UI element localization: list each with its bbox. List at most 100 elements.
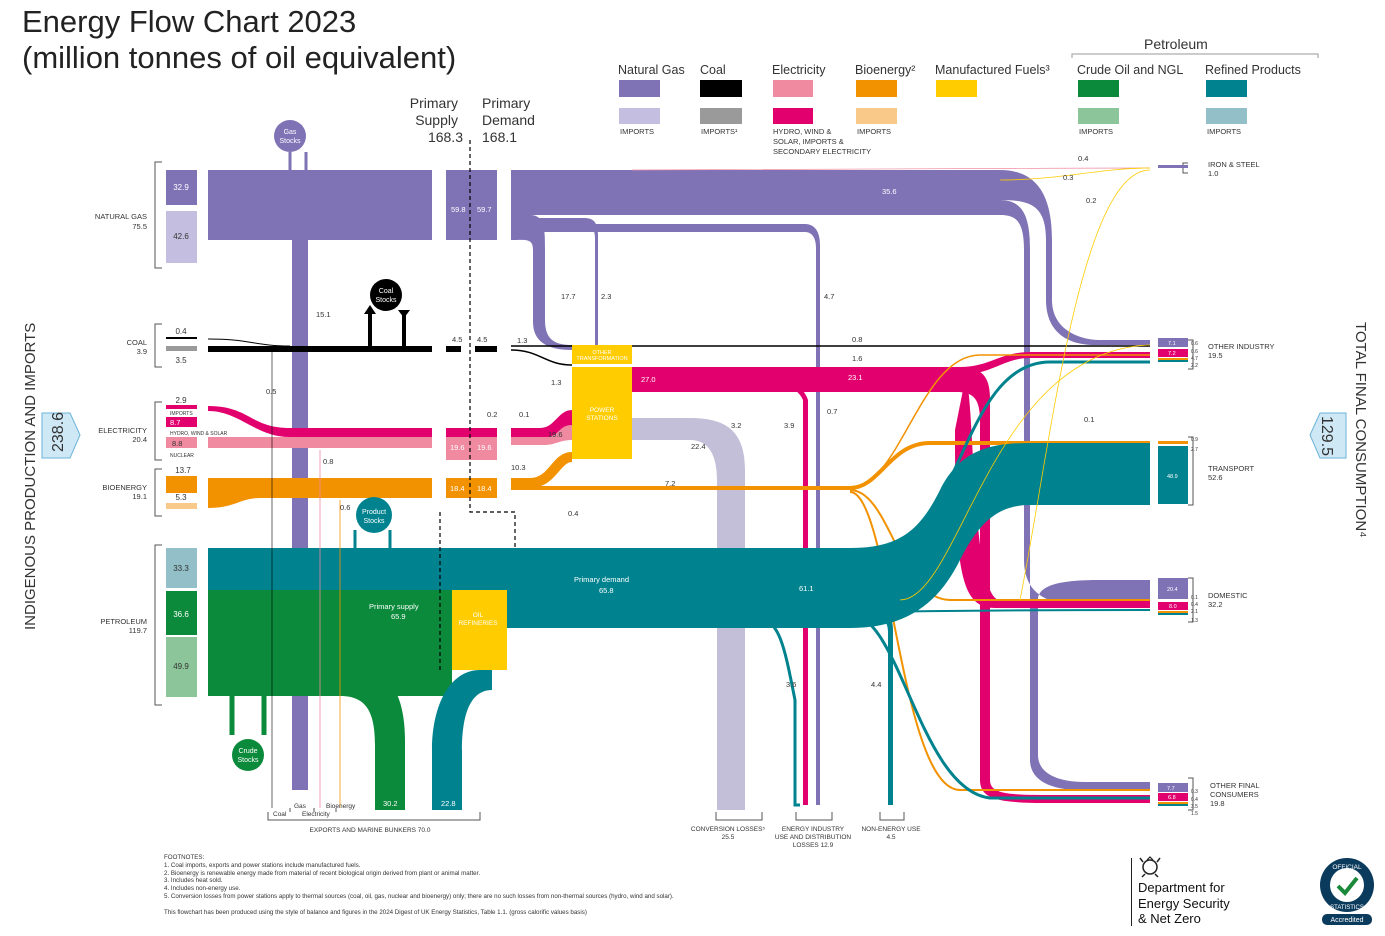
bio-production-block <box>166 476 197 493</box>
elec-nuclear-value: 8.8 <box>172 439 182 448</box>
elec-primary-renew <box>446 428 497 437</box>
sink-transport-main: 48.9 <box>1167 474 1178 480</box>
label-coal-industry: 0.8 <box>852 335 862 344</box>
natural-gas-total: 75.5 <box>132 222 147 231</box>
elec-primary-nuclear <box>446 437 497 460</box>
oil-refineries-node <box>452 590 507 670</box>
sink-other-industry-elec: 7.2 <box>1168 351 1176 357</box>
supply-demand-divider <box>439 140 516 670</box>
stock-nodes: Gas Stocks Coal Stocks Product Stocks Cr… <box>232 120 402 771</box>
label-elec-supply: 19.6 <box>450 443 465 452</box>
petrol-refined-imports-value: 33.3 <box>173 564 189 573</box>
sink-iron-steel-value: 1.0 <box>1208 169 1218 178</box>
electricity-total: 20.4 <box>132 435 147 444</box>
refined-to-nonenergy <box>850 612 893 805</box>
badge-middle: STATISTICS <box>1330 905 1364 911</box>
label-losses-power: 22.4 <box>691 442 706 451</box>
crude-exports-flow <box>208 660 405 810</box>
legend-label-refined: Refined Products <box>1205 63 1301 77</box>
label-coal-power: 1.3 <box>551 378 561 387</box>
other-transformation-node <box>572 345 632 364</box>
coal-supply-band <box>208 346 432 352</box>
legend-petroleum-header: Petroleum <box>1144 36 1208 52</box>
primary-supply-value: 168.3 <box>428 129 463 145</box>
sink-transport-value: 52.6 <box>1208 473 1223 482</box>
elec-imports-value: 2.9 <box>175 396 187 405</box>
legend-sub-gas: IMPORTS <box>620 127 654 136</box>
label-refined-exports: 22.8 <box>441 799 456 808</box>
footnote-7: This flowchart has been produced using t… <box>164 908 587 916</box>
gas-to-transformation <box>511 215 572 350</box>
petroleum-total: 119.7 <box>129 626 147 635</box>
label-refined-nonenergy: 4.4 <box>871 680 881 689</box>
sink-iron-steel-label: IRON & STEEL <box>1208 160 1260 169</box>
sink-other-final-b2: 0.4 <box>1191 797 1198 803</box>
coal-production-value: 0.4 <box>175 327 187 336</box>
label-gas-exports: 15.1 <box>316 310 331 319</box>
legend-sub-crude: IMPORTS <box>1079 127 1113 136</box>
bottom-conversion-losses-value: 25.5 <box>722 834 735 841</box>
coal-stocks-bubble <box>370 279 402 311</box>
sink-domestic-label: DOMESTIC <box>1208 591 1248 600</box>
label-elec-exports: 0.8 <box>323 457 333 466</box>
legend-swatch-crude-imports <box>1078 108 1119 124</box>
svg-text:Stocks: Stocks <box>375 297 397 304</box>
sink-domestic-b4: 1.3 <box>1191 618 1198 624</box>
coal-primary-block-demand <box>475 346 497 352</box>
left-axis: INDIGENOUS PRODUCTION AND IMPORTS 238.6 <box>22 323 81 630</box>
gas-to-energy-industry <box>511 224 820 805</box>
legend-sub-electricity: HYDRO, WIND & SOLAR, IMPORTS & SECONDARY… <box>773 127 871 156</box>
svg-text:Crude: Crude <box>238 748 257 755</box>
primary-demand-line2: Demand <box>482 112 535 128</box>
node-labels: OTHER TRANSFORMATION POWER STATIONS OIL … <box>458 350 627 627</box>
coal-primary-block-supply <box>446 346 461 352</box>
legend-swatch-gas <box>619 80 660 97</box>
legend-swatch-electricity <box>773 80 813 97</box>
source-brackets <box>154 161 162 706</box>
label-ironsteel-1: 0.4 <box>1078 154 1088 163</box>
bio-primary-block <box>446 478 497 498</box>
svg-text:Coal: Coal <box>379 288 394 295</box>
department-line-2: Energy Security <box>1138 895 1230 911</box>
sink-other-industry-b2: 0.6 <box>1191 349 1198 355</box>
label-primary-supply-value: 65.9 <box>391 612 406 621</box>
elec-renewables-tag: HYDRO, WIND & SOLAR <box>170 431 228 437</box>
legend-label-manufactured: Manufactured Fuels³ <box>935 63 1050 77</box>
right-axis: TOTAL FINAL CONSUMPTION⁴ 129.5 <box>1309 322 1369 538</box>
petrol-crude-production-value: 36.6 <box>173 610 189 619</box>
legend: Petroleum Natural Gas IMPORTS Coal IMPOR… <box>618 36 1319 156</box>
elec-renewables-value: 8.7 <box>170 418 180 427</box>
bottom-conversion-losses: CONVERSION LOSSES⁵ <box>691 826 766 833</box>
elec-imports-block <box>166 405 197 409</box>
elec-imports-tag: IMPORTS <box>170 411 193 417</box>
department-line-3: & Net Zero <box>1138 911 1201 926</box>
label-gas-industry: 35.6 <box>882 187 897 196</box>
bottom-non-energy-value: 4.5 <box>886 834 895 841</box>
sink-domestic-b3: 2.1 <box>1191 609 1198 615</box>
legend-swatch-coal <box>700 80 742 97</box>
bio-to-power <box>511 452 572 488</box>
sink-other-industry-b3: 4.7 <box>1191 356 1198 362</box>
footnote-1: 1. Coal imports, exports and power stati… <box>164 861 361 869</box>
bottom-bioenergy: Bioenergy <box>326 803 356 810</box>
label-bio-final: 7.2 <box>665 479 675 488</box>
label-bio-supply: 18.4 <box>450 484 465 493</box>
legend-swatch-refined <box>1206 80 1247 97</box>
refined-imports-flow <box>208 548 520 590</box>
label-primary-demand-value: 65.8 <box>599 586 614 595</box>
label-gas-transf: 17.7 <box>561 292 576 301</box>
right-total: 129.5 <box>1318 416 1335 456</box>
sink-other-industry-b1: 0.6 <box>1191 341 1198 347</box>
label-ironsteel-2: 0.3 <box>1063 173 1073 182</box>
footnote-0: FOOTNOTES: <box>164 854 205 861</box>
left-total-arrow <box>41 412 81 459</box>
sink-domestic-gas: 20.4 <box>1167 587 1178 593</box>
crude-stocks-bubble <box>232 739 264 771</box>
sink-other-final-label-2: CONSUMERS <box>1210 790 1259 799</box>
label-gas-energy-ind: 4.7 <box>824 292 834 301</box>
bio-production-value: 13.7 <box>175 466 191 475</box>
label-gas-exports-small: 0.5 <box>266 387 276 396</box>
petrol-refined-imports-block <box>166 548 197 588</box>
bottom-labels: Coal Gas Electricity Bioenergy EXPORTS A… <box>267 803 921 849</box>
sink-other-industry-gas: 7.1 <box>1168 341 1176 347</box>
